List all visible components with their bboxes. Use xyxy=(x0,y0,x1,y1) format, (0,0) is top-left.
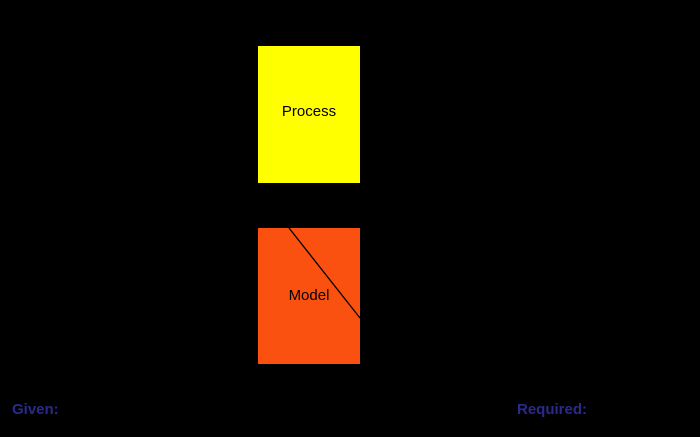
process-block-label: Process xyxy=(281,103,337,120)
given-label: Given: xyxy=(12,401,59,418)
model-block[interactable]: Model xyxy=(258,228,360,364)
model-block-label: Model xyxy=(288,287,330,304)
process-block[interactable]: Process xyxy=(258,46,360,183)
required-label: Required: xyxy=(517,401,588,418)
